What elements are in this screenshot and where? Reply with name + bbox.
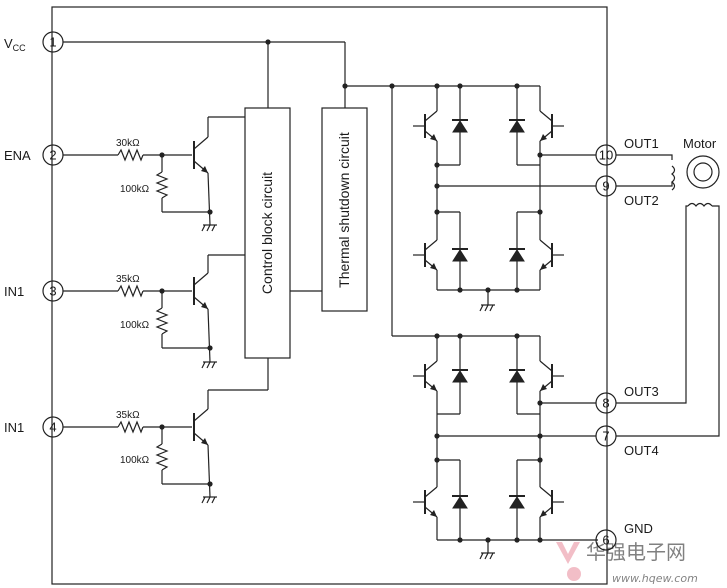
pin-6-gnd: 6 GND <box>595 521 653 551</box>
pin-number: 9 <box>602 179 609 194</box>
pin-number: 6 <box>602 533 609 548</box>
resistor-label: 35kΩ <box>116 274 140 285</box>
pin-8-out3: 8 OUT3 <box>595 384 659 414</box>
control-block <box>244 107 291 359</box>
resistor-label: 100kΩ <box>120 455 150 466</box>
pin-4-in1: IN1 4 <box>4 416 64 438</box>
pin-label: IN1 <box>4 284 24 299</box>
thermal-block <box>321 107 368 312</box>
pin-2-ena: ENA 2 <box>4 144 64 166</box>
svg-text:华强电子网: 华强电子网 <box>586 540 686 564</box>
ic-outline <box>51 6 608 585</box>
thermal-block-label: Thermal shutdown circuit <box>336 132 352 288</box>
motor: Motor <box>616 136 720 437</box>
pin-label: OUT4 <box>624 443 659 458</box>
control-block-label: Control block circuit <box>259 172 275 294</box>
vcc-label: VCC <box>4 36 26 53</box>
h-bridge-upper <box>389 83 596 337</box>
h-bridge-lower <box>412 333 598 560</box>
motor-label: Motor <box>683 136 717 151</box>
pin-1-vcc: VCC 1 <box>4 31 64 53</box>
resistor-label: 100kΩ <box>120 320 150 331</box>
pin-9-out2: 9 OUT2 <box>595 175 659 208</box>
pin-label: GND <box>624 521 653 536</box>
pin-number: 3 <box>49 284 56 299</box>
pin-number: 8 <box>602 396 609 411</box>
pin-number: 2 <box>49 148 56 163</box>
pin-label: OUT2 <box>624 193 659 208</box>
pin-label: IN1 <box>4 420 24 435</box>
resistor-label: 30kΩ <box>116 138 140 149</box>
pin-number: 10 <box>599 148 613 163</box>
watermark-logo: 华强电子网 www.hqew.com <box>556 540 698 585</box>
resistor-label: 35kΩ <box>116 410 140 421</box>
pin-10-out1: 10 OUT1 <box>595 136 659 166</box>
pin-number: 1 <box>49 35 56 50</box>
pin-label: ENA <box>4 148 31 163</box>
svg-text:www.hqew.com: www.hqew.com <box>612 572 698 585</box>
pin-label: OUT1 <box>624 136 659 151</box>
pin-3-in1: IN1 3 <box>4 280 64 302</box>
pin-7-out4: 7 OUT4 <box>595 425 659 458</box>
pin-label: OUT3 <box>624 384 659 399</box>
pin-number: 7 <box>602 429 609 444</box>
pin-number: 4 <box>49 420 56 435</box>
resistor-label: 100kΩ <box>120 184 150 195</box>
